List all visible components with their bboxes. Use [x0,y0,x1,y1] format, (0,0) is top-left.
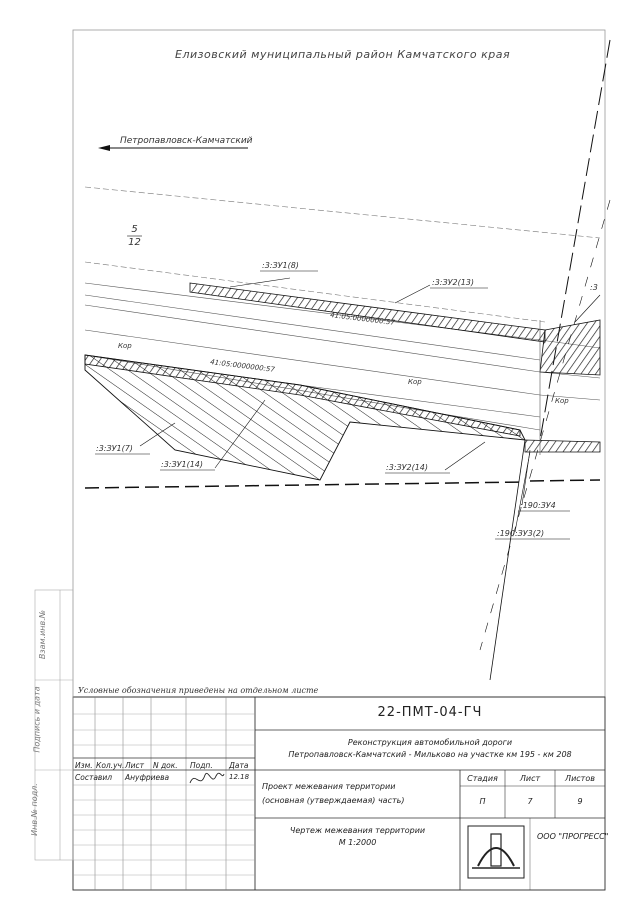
sheets-header: Листов [565,774,595,783]
plot-zu1-8-area [189,282,546,343]
plot-edge-area [539,319,601,376]
company-logo-icon [467,825,525,879]
col-kol: Кол.уч. [96,761,125,770]
col-izm: Изм. [75,761,93,770]
plot-label-zu2-14: :3:ЗУ2(14) [386,463,428,472]
signature [189,772,225,784]
block-sub: 12 [128,237,141,248]
title-block-frame [72,696,606,891]
plot-label-zu1-7: :3:ЗУ1(7) [96,444,133,453]
direction-label: Петропавловск-Камчатский [120,136,253,146]
side-label-replace-inv: Взам.инв.№ [38,609,48,660]
col-list: Лист [125,761,145,770]
stage-header: Стадия [467,774,498,783]
legend-note: Условные обозначения приведены на отдель… [78,686,319,695]
region-title: Елизовский муниципальный район Камчатско… [175,48,511,61]
axis-line [539,39,611,441]
mark-1: Кор [118,342,132,350]
document-code: 22-ПМТ-04-ГЧ [377,705,483,720]
doc-title-2: (основная (утверждаемая) часть) [262,796,405,805]
mark-2: Кор [408,378,422,386]
plot-label-zu1-14: :3:ЗУ1(14) [161,460,203,469]
object-title-line1: Реконструкция автомобильной дороги [347,738,513,747]
object-title-line2: Петропавловск-Камчатский - Мильково на у… [288,750,572,759]
sign-date: 12.18 [229,773,250,781]
plot-label-zu2-13: :3:ЗУ2(13) [432,278,474,287]
sheet-header: Лист [519,774,541,783]
plot-label-zu4: :190:ЗУ4 [520,501,556,510]
role-label: Составил [75,773,113,782]
plot-label-zu1-8: :3:ЗУ1(8) [262,261,299,270]
arrow-left-icon [98,145,110,151]
col-doc: N док. [153,761,178,770]
mark-3: Кор [555,397,569,405]
company-name: ООО "ПРОГРЕСС" [537,832,609,841]
plot-label-zu3-2: :190:ЗУ3(2) [497,529,545,538]
sheet-value: 7 [527,797,533,806]
side-label-signature-date: Подпись и дата [32,686,42,753]
block-number: 5 [131,224,138,235]
stage-value: П [479,797,486,806]
drawing-title: Чертеж межевания территории [289,826,426,835]
col-date: Дата [229,761,249,770]
sheets-value: 9 [577,797,583,806]
plot-label-edge: :3 [590,283,598,292]
person-name: Ануфриева [125,773,170,782]
side-label-inv-original: Инв.№ подл. [29,783,39,836]
boundary-dashed [84,481,526,489]
col-sign: Подп. [190,761,213,770]
doc-title-1: Проект межевания территории [262,782,396,791]
drawing-scale: М 1:2000 [338,838,377,847]
